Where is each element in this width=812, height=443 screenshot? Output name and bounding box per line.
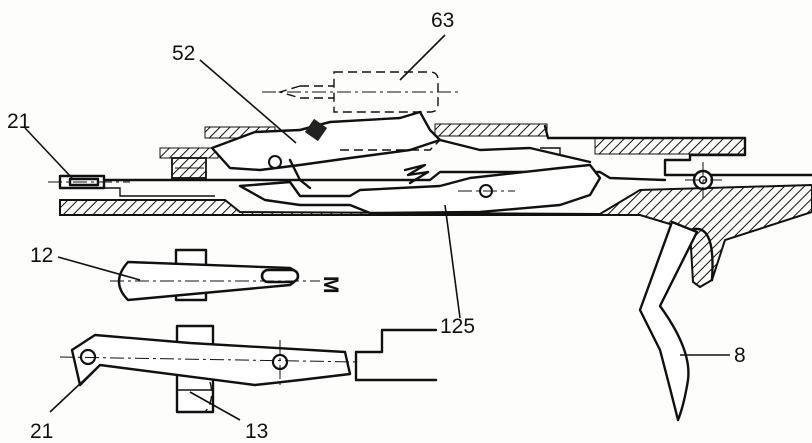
part-8-trigger xyxy=(638,220,699,422)
label-21-top: 21 xyxy=(7,110,30,133)
part-52-sear xyxy=(210,110,442,172)
part-21-bottom-detail xyxy=(59,324,438,414)
label-21-bottom: 21 xyxy=(30,420,53,443)
label-8: 8 xyxy=(734,344,746,367)
symbol-m: M xyxy=(319,276,342,294)
trigger-pivot xyxy=(685,162,722,198)
part-12-detail xyxy=(110,248,320,302)
label-63: 63 xyxy=(431,9,454,32)
label-52: 52 xyxy=(172,42,195,65)
leader-lines xyxy=(24,34,730,421)
part-labels: 63 52 21 12 M 125 8 21 13 xyxy=(7,9,746,443)
label-125: 125 xyxy=(440,315,475,338)
label-13: 13 xyxy=(245,420,268,443)
hammer-assembly xyxy=(171,138,602,215)
part-21-top xyxy=(48,174,130,190)
part-63-dashed xyxy=(262,71,460,151)
label-12: 12 xyxy=(30,244,53,267)
